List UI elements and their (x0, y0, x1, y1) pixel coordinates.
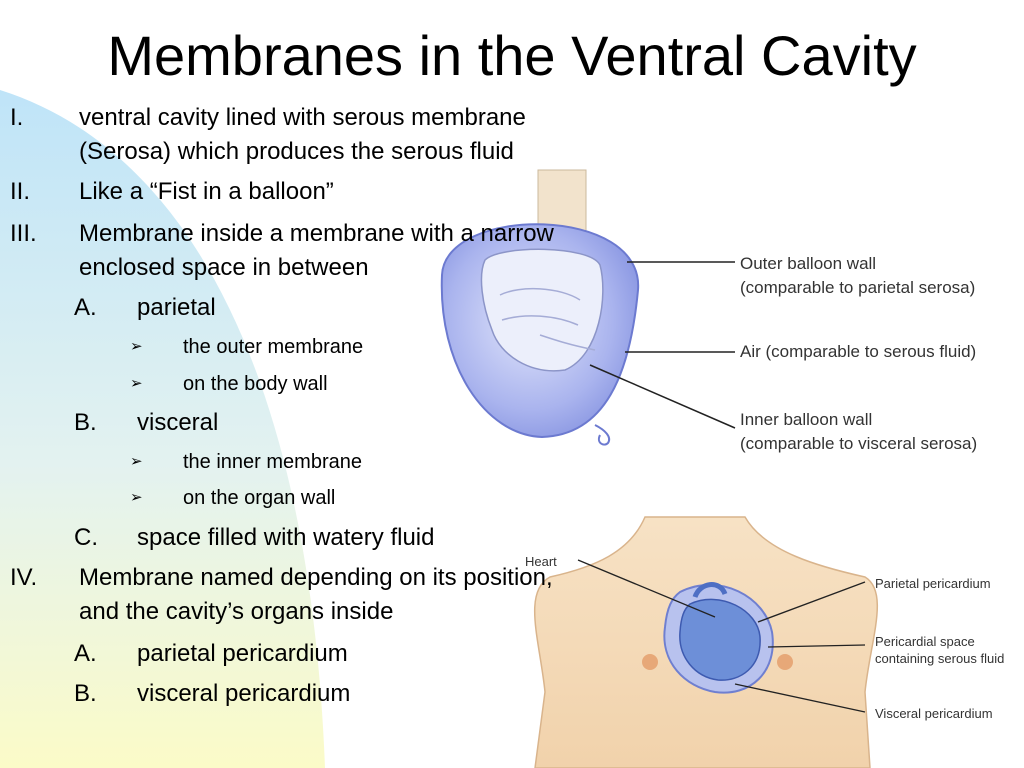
parietal-pericardium-label: Parietal pericardium (875, 576, 991, 591)
balloon-figure: Outer balloon wall (comparable to pariet… (440, 169, 977, 453)
bullet-marker: III. (10, 220, 37, 247)
outer-wall-label: Outer balloon wall (740, 254, 876, 273)
bullet-text: (Serosa) which produces the serous fluid (79, 138, 514, 165)
detail-text: the outer membrane (183, 336, 364, 358)
sub-bullet-text: visceral (137, 409, 219, 436)
sub-bullet-text: visceral pericardium (137, 680, 351, 707)
sub-bullet-marker: A. (74, 294, 97, 321)
arrow-bullet-icon: ➢ (130, 453, 143, 470)
arrow-bullet-icon: ➢ (130, 489, 143, 506)
detail-text: on the body wall (183, 373, 328, 395)
sub-bullet-marker: A. (74, 640, 97, 667)
bullet-text: ventral cavity lined with serous membran… (79, 104, 526, 131)
pericardial-space-label-2: containing serous fluid (875, 651, 1004, 666)
bullet-text: and the cavity’s organs inside (79, 598, 394, 625)
inner-wall-label: Inner balloon wall (740, 410, 872, 429)
detail-text: on the organ wall (183, 487, 336, 509)
heart-shape (679, 598, 761, 681)
heart-label: Heart (525, 554, 557, 569)
bullet-marker: I. (10, 104, 24, 131)
sub-bullet-marker: C. (74, 524, 98, 551)
page-title: Membranes in the Ventral Cavity (107, 24, 917, 87)
sub-bullet-text: parietal (137, 294, 216, 321)
bullet-marker: IV. (10, 564, 38, 591)
right-nipple (777, 654, 793, 670)
air-label: Air (comparable to serous fluid) (740, 342, 976, 361)
arrow-bullet-icon: ➢ (130, 338, 143, 355)
fist-shape (480, 248, 604, 372)
sub-bullet-marker: B. (74, 680, 97, 707)
heart-figure: Heart Parietal pericardium Pericardial s… (525, 516, 1004, 768)
sub-bullet-text: space filled with watery fluid (137, 524, 435, 551)
bullet-marker: II. (10, 178, 31, 205)
outer-wall-label-2: (comparable to parietal serosa) (740, 278, 975, 297)
sub-bullet-marker: B. (74, 409, 97, 436)
arrow-bullet-icon: ➢ (130, 375, 143, 392)
sub-bullet-text: parietal pericardium (137, 640, 348, 667)
inner-wall-label-2: (comparable to visceral serosa) (740, 434, 977, 453)
bullet-text: Like a “Fist in a balloon” (79, 178, 334, 205)
pericardial-space-label: Pericardial space (875, 634, 975, 649)
visceral-pericardium-label: Visceral pericardium (875, 706, 993, 721)
bullet-text: Membrane inside a membrane with a narrow (79, 220, 554, 247)
detail-text: the inner membrane (183, 451, 362, 473)
bullet-text: enclosed space in between (79, 254, 369, 281)
bullet-text: Membrane named depending on its position… (79, 564, 553, 591)
left-nipple (642, 654, 658, 670)
